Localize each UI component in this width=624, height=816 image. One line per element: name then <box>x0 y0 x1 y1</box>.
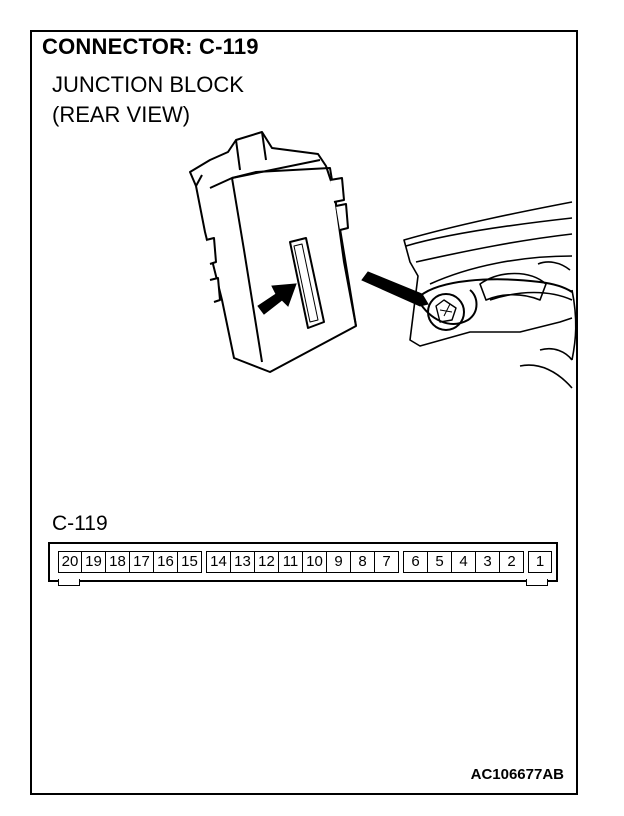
pointer-arrow <box>257 283 297 315</box>
pin-row: 20 19 18 17 16 15 14 13 12 11 10 9 8 7 6… <box>58 551 552 573</box>
diagram-frame <box>30 30 578 795</box>
pin-4: 4 <box>452 551 476 573</box>
pin-20: 20 <box>58 551 82 573</box>
pin-19: 19 <box>82 551 106 573</box>
junction-block <box>189 131 357 373</box>
pin-5: 5 <box>428 551 452 573</box>
component-name: JUNCTION BLOCK <box>52 72 244 97</box>
location-pointer <box>361 271 429 307</box>
connector-pinout: 20 19 18 17 16 15 14 13 12 11 10 9 8 7 6… <box>48 542 558 586</box>
view-direction: (REAR VIEW) <box>52 102 191 127</box>
pin-18: 18 <box>106 551 130 573</box>
dashboard-location-view <box>403 201 577 389</box>
pin-15: 15 <box>178 551 202 573</box>
connector-label: C-119 <box>52 512 108 535</box>
pin-11: 11 <box>279 551 303 573</box>
pin-16: 16 <box>154 551 178 573</box>
pin-14: 14 <box>206 551 231 573</box>
pin-17: 17 <box>130 551 154 573</box>
pin-9: 9 <box>327 551 351 573</box>
locking-key-right <box>526 579 548 586</box>
pin-2: 2 <box>500 551 524 573</box>
pin-3: 3 <box>476 551 500 573</box>
figure-code: AC106677AB <box>470 766 564 783</box>
pin-13: 13 <box>231 551 255 573</box>
pin-6: 6 <box>403 551 428 573</box>
pin-1: 1 <box>528 551 552 573</box>
pin-8: 8 <box>351 551 375 573</box>
component-caption: JUNCTION BLOCK (REAR VIEW) <box>52 70 244 130</box>
pin-12: 12 <box>255 551 279 573</box>
pin-10: 10 <box>303 551 327 573</box>
pin-7: 7 <box>375 551 399 573</box>
connector-title: CONNECTOR: C-119 <box>42 34 259 59</box>
locking-key-left <box>58 579 80 586</box>
